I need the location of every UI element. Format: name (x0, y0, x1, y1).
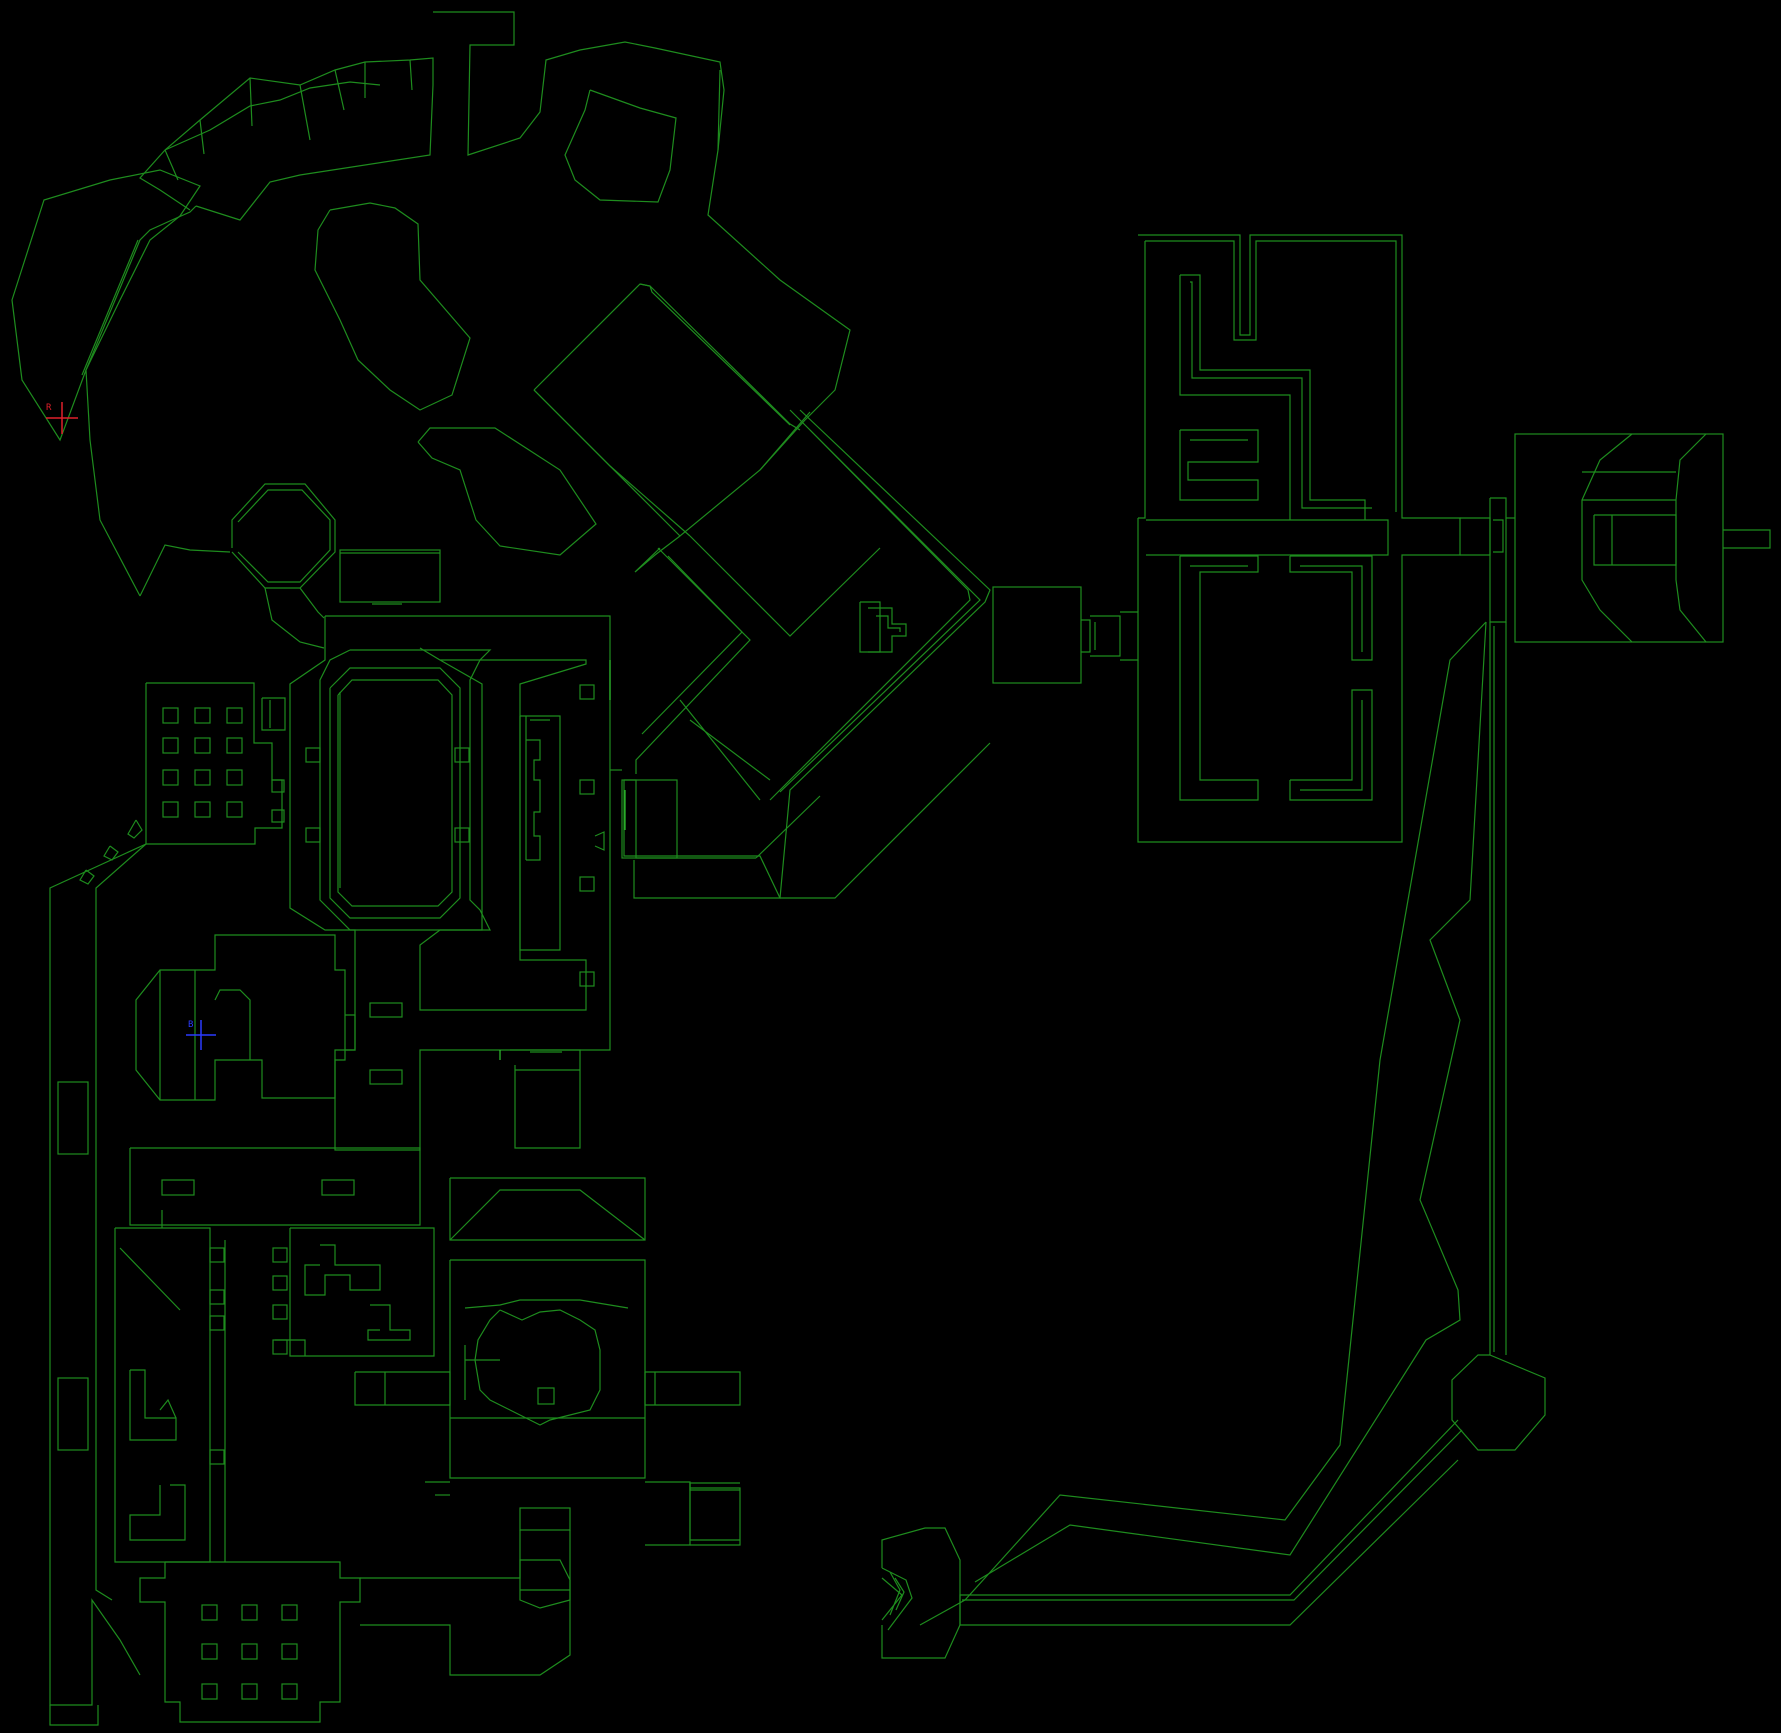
west-stair-hall (135, 934, 356, 1101)
southwest-courtyard (114, 1147, 435, 1563)
east-maze (1137, 234, 1515, 843)
marker-blue: B (186, 1020, 216, 1050)
south-keep (354, 1049, 741, 1609)
diagonal-wing (533, 283, 1139, 899)
north-cavern (11, 11, 851, 649)
east-chamber (1514, 433, 1771, 643)
marker-red-label: R (46, 403, 52, 413)
map-walls (11, 11, 1771, 1726)
connectors (499, 660, 626, 1060)
marker-blue-label: B (188, 1020, 193, 1030)
west-annex (49, 682, 285, 1726)
marker-red: R (46, 402, 78, 434)
east-cliff (919, 621, 1546, 1626)
